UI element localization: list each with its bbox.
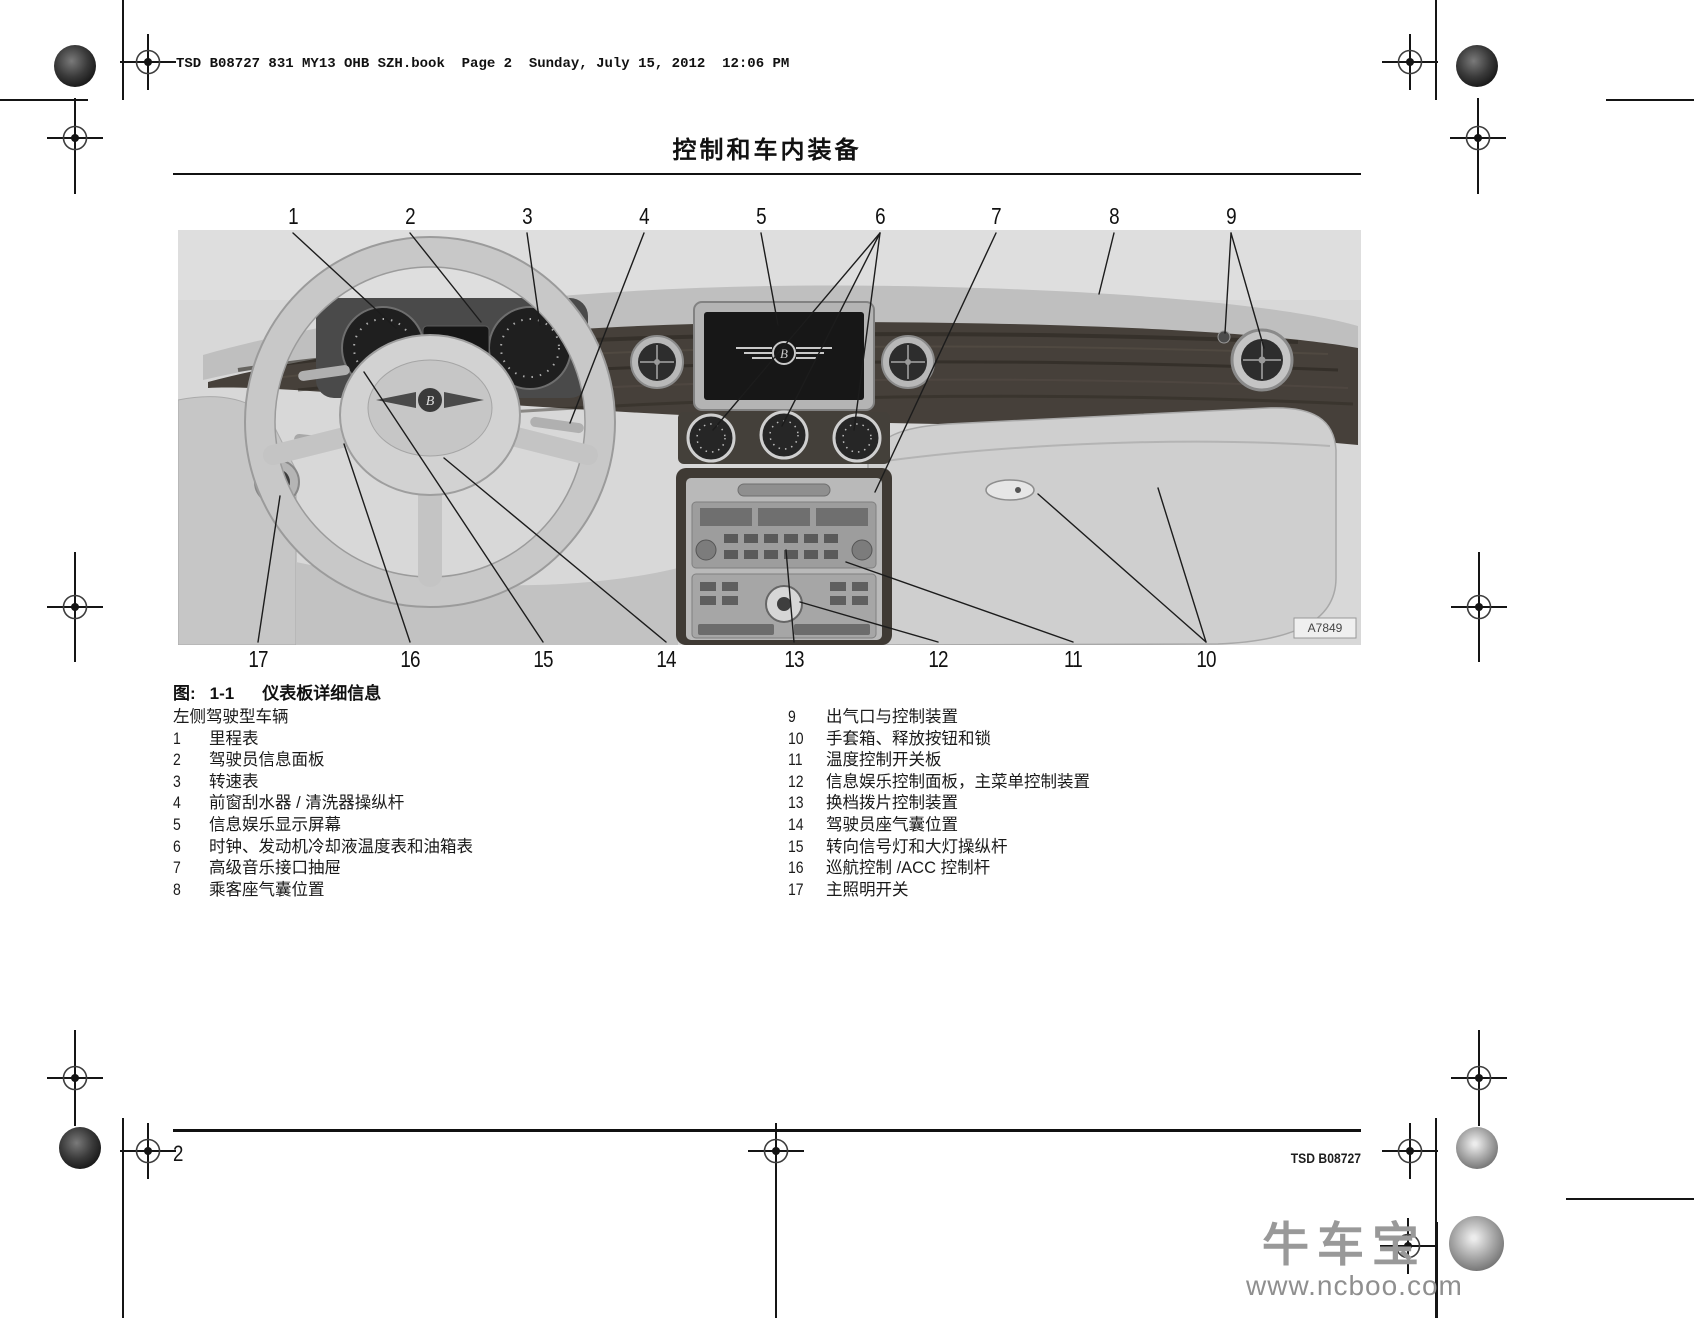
callout-label: 5 <box>756 203 766 229</box>
callout-label: 10 <box>1196 646 1216 672</box>
wiper-stalk <box>530 416 584 434</box>
footer-rule <box>173 1129 1361 1132</box>
crop-line <box>1566 1198 1694 1200</box>
dashboard-figure: B B <box>177 230 1361 646</box>
caption-number: 1-1 <box>209 684 235 703</box>
registration-mark <box>1382 34 1438 90</box>
doc-reference: TSD B08727 <box>1290 1151 1361 1166</box>
bentley-emblem-screen: B <box>736 341 832 365</box>
file-header: TSD B08727 831 MY13 OHB SZH.book Page 2 … <box>176 56 790 72</box>
turn-signal-stalk <box>298 365 350 381</box>
air-vent-left <box>630 335 684 389</box>
callout-label: 2 <box>405 203 415 229</box>
registration-mark <box>1380 1218 1436 1274</box>
vent-control-knob <box>1217 330 1231 344</box>
registration-mark <box>47 110 103 166</box>
leader-lines <box>257 232 1265 643</box>
printer-ornament <box>1456 1127 1498 1169</box>
legend-intro: 左侧驾驶型车辆 <box>173 708 289 726</box>
callout-label: 7 <box>991 203 1001 229</box>
callout-label: 4 <box>639 203 649 229</box>
callout-label: 11 <box>1064 646 1083 672</box>
registration-mark <box>1450 110 1506 166</box>
printer-ornament <box>1449 1216 1504 1271</box>
svg-text:B: B <box>426 394 435 409</box>
steering-wheel: B <box>244 236 616 608</box>
watermark-url: www.ncboo.com <box>1246 1270 1463 1301</box>
crop-line <box>122 1118 124 1318</box>
callout-label: 17 <box>248 646 268 672</box>
printer-ornament <box>1456 45 1498 87</box>
page-title: 控制和车内装备 <box>672 137 862 164</box>
center-console <box>676 468 892 645</box>
crop-line <box>1435 1118 1437 1318</box>
registration-mark <box>47 1050 103 1106</box>
watermark-brand: 牛车宝 <box>1262 1218 1427 1271</box>
air-vent-center-right <box>881 335 935 389</box>
svg-text:A7849: A7849 <box>1308 621 1343 635</box>
callout-label: 1 <box>288 203 298 229</box>
crop-line <box>1606 99 1694 101</box>
printer-ornament <box>54 45 96 87</box>
registration-mark <box>748 1123 804 1179</box>
bentley-emblem: B <box>376 388 484 412</box>
callout-label: 3 <box>522 203 532 229</box>
image-ref-label: A7849 <box>1293 617 1357 639</box>
glovebox-panel <box>867 407 1337 646</box>
center-gauges <box>678 410 890 464</box>
page-number: 2 <box>173 1141 184 1166</box>
registration-mark <box>120 34 176 90</box>
registration-mark <box>1451 579 1507 635</box>
air-vent-far-right <box>1230 328 1294 392</box>
callout-label: 12 <box>928 646 948 672</box>
glovebox-handle <box>985 479 1035 501</box>
callout-label: 16 <box>400 646 420 672</box>
crop-line <box>1435 0 1437 100</box>
callout-label: 8 <box>1109 203 1119 229</box>
crop-line <box>122 0 124 100</box>
registration-mark <box>47 579 103 635</box>
caption-title: 仪表板详细信息 <box>262 684 382 703</box>
infotainment-control-panel <box>691 573 877 639</box>
callout-label: 13 <box>784 646 804 672</box>
figure-image: B B <box>177 230 1361 646</box>
printer-ornament <box>59 1127 101 1169</box>
svg-text:B: B <box>780 346 788 361</box>
registration-mark <box>1451 1050 1507 1106</box>
figure-caption: 图: 1-1 仪表板详细信息 <box>173 679 381 704</box>
callout-label: 6 <box>875 203 885 229</box>
title-rule <box>173 173 1361 175</box>
infotainment-screen: B <box>693 301 875 411</box>
climate-control-panel <box>691 501 877 569</box>
callout-label: 15 <box>533 646 553 672</box>
crop-line <box>775 1172 777 1318</box>
caption-label: 图: <box>173 684 196 703</box>
audio-interface-drawer <box>737 483 831 497</box>
crop-line <box>0 99 88 101</box>
callout-label: 14 <box>656 646 676 672</box>
crop-line <box>1436 1222 1438 1318</box>
registration-mark <box>1382 1123 1438 1179</box>
registration-mark <box>120 1123 176 1179</box>
callout-label: 9 <box>1226 203 1236 229</box>
